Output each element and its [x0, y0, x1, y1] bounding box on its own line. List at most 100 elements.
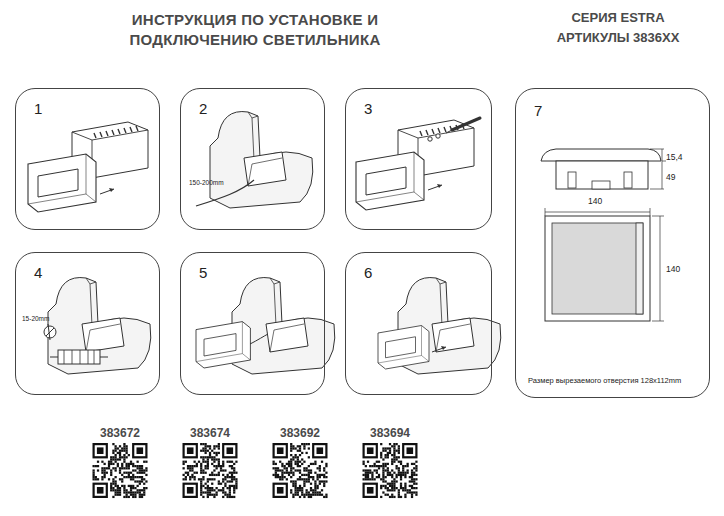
drawing-part	[207, 480, 209, 482]
drawing-part	[367, 469, 369, 471]
drawing-part	[365, 478, 367, 480]
drawing-part	[376, 476, 378, 478]
drawing-part	[213, 465, 215, 467]
drawing-part	[183, 443, 198, 458]
drawing-part	[183, 467, 185, 469]
step-panel: 3	[345, 88, 492, 230]
step-panel: 6	[345, 252, 492, 395]
drawing-part	[303, 480, 305, 482]
drawing-part	[233, 489, 235, 491]
push-arrow	[100, 188, 114, 194]
drawing-part	[402, 474, 404, 476]
drawing-part	[323, 485, 325, 487]
drawing-part	[415, 491, 417, 493]
drawing-part	[139, 494, 141, 496]
drawing-part	[297, 463, 299, 465]
drawing-part	[297, 461, 299, 463]
drawing-part	[134, 480, 136, 482]
drawing-part	[209, 456, 211, 458]
drawing-part	[196, 463, 198, 465]
drawing-part	[233, 478, 235, 480]
drawing-part	[284, 467, 286, 469]
drawing-part	[407, 463, 409, 465]
drawing-part	[387, 472, 389, 474]
drawing-part	[385, 456, 387, 458]
drawing-part	[119, 469, 121, 471]
drawing-part	[391, 485, 393, 487]
drawing-part	[112, 450, 114, 452]
lamp-front	[378, 326, 429, 370]
drawing-part	[292, 485, 294, 487]
drawing-part	[200, 469, 202, 471]
wall-shape	[48, 278, 151, 374]
drawing-part	[393, 452, 395, 454]
drawing-part	[389, 450, 391, 452]
drawing-part	[404, 474, 406, 476]
drawing-part	[145, 474, 147, 476]
drawing-part	[385, 487, 387, 489]
drawing-part	[183, 463, 185, 465]
drawing-part	[115, 469, 117, 471]
drawing-part	[141, 478, 143, 480]
drawing-part	[123, 443, 125, 445]
drawing-part	[205, 456, 207, 458]
drawing-part	[376, 469, 378, 471]
drawing-part	[101, 478, 103, 480]
drawing-part	[396, 450, 398, 452]
drawing-part	[310, 463, 312, 465]
drawing-part	[205, 465, 207, 467]
drawing-part	[119, 478, 121, 480]
drawing-part	[398, 491, 400, 493]
drawing-part	[205, 443, 207, 445]
drawing-part	[317, 485, 319, 487]
drawing-part	[183, 474, 185, 476]
drawing-part	[123, 445, 125, 447]
drawing-part	[123, 472, 125, 474]
drawing-part	[308, 469, 310, 471]
drawing-part	[128, 463, 130, 465]
drawing-part	[393, 461, 395, 463]
drawing-part	[306, 489, 308, 491]
drawing-part	[314, 485, 316, 487]
drawing-part	[387, 469, 389, 471]
drawing-part	[222, 463, 224, 465]
drawing-part	[407, 472, 409, 474]
drawing-part	[213, 456, 215, 458]
drawing-part	[222, 461, 224, 463]
drawing-part	[97, 447, 104, 454]
drawing-part	[415, 467, 417, 469]
drawing-part	[216, 445, 218, 447]
drawing-part	[213, 447, 215, 449]
drawing-part	[389, 472, 391, 474]
drawing-part	[292, 480, 294, 482]
drawing-part	[97, 478, 99, 480]
drawing-part	[104, 472, 106, 474]
drawing-part	[93, 443, 108, 458]
drawing-part	[363, 461, 365, 463]
drawing-part	[385, 447, 387, 449]
drawing-part	[376, 461, 378, 463]
drawing-part	[404, 483, 406, 485]
drawing-part	[402, 487, 404, 489]
drawing-part	[314, 483, 316, 485]
drawing-part	[213, 445, 215, 447]
drawing-part	[233, 485, 235, 487]
drawing-part	[290, 458, 292, 460]
drawing-part	[132, 494, 134, 496]
drawing-part	[415, 478, 417, 480]
drawing-part	[398, 452, 400, 454]
drawing-part	[323, 480, 325, 482]
drawing-part	[117, 485, 119, 487]
drawing-part	[222, 474, 224, 476]
drawing-part	[306, 480, 308, 482]
drawing-part	[279, 469, 281, 471]
drawing-part	[404, 485, 406, 487]
drawing-part	[216, 494, 218, 496]
drawing-part	[205, 461, 207, 463]
drawing-part	[115, 476, 117, 478]
terminal-block	[64, 350, 94, 364]
drawing-part	[303, 496, 305, 498]
drawing-part	[363, 469, 365, 471]
article-number: 383692	[260, 426, 340, 440]
drawing-part	[187, 474, 189, 476]
